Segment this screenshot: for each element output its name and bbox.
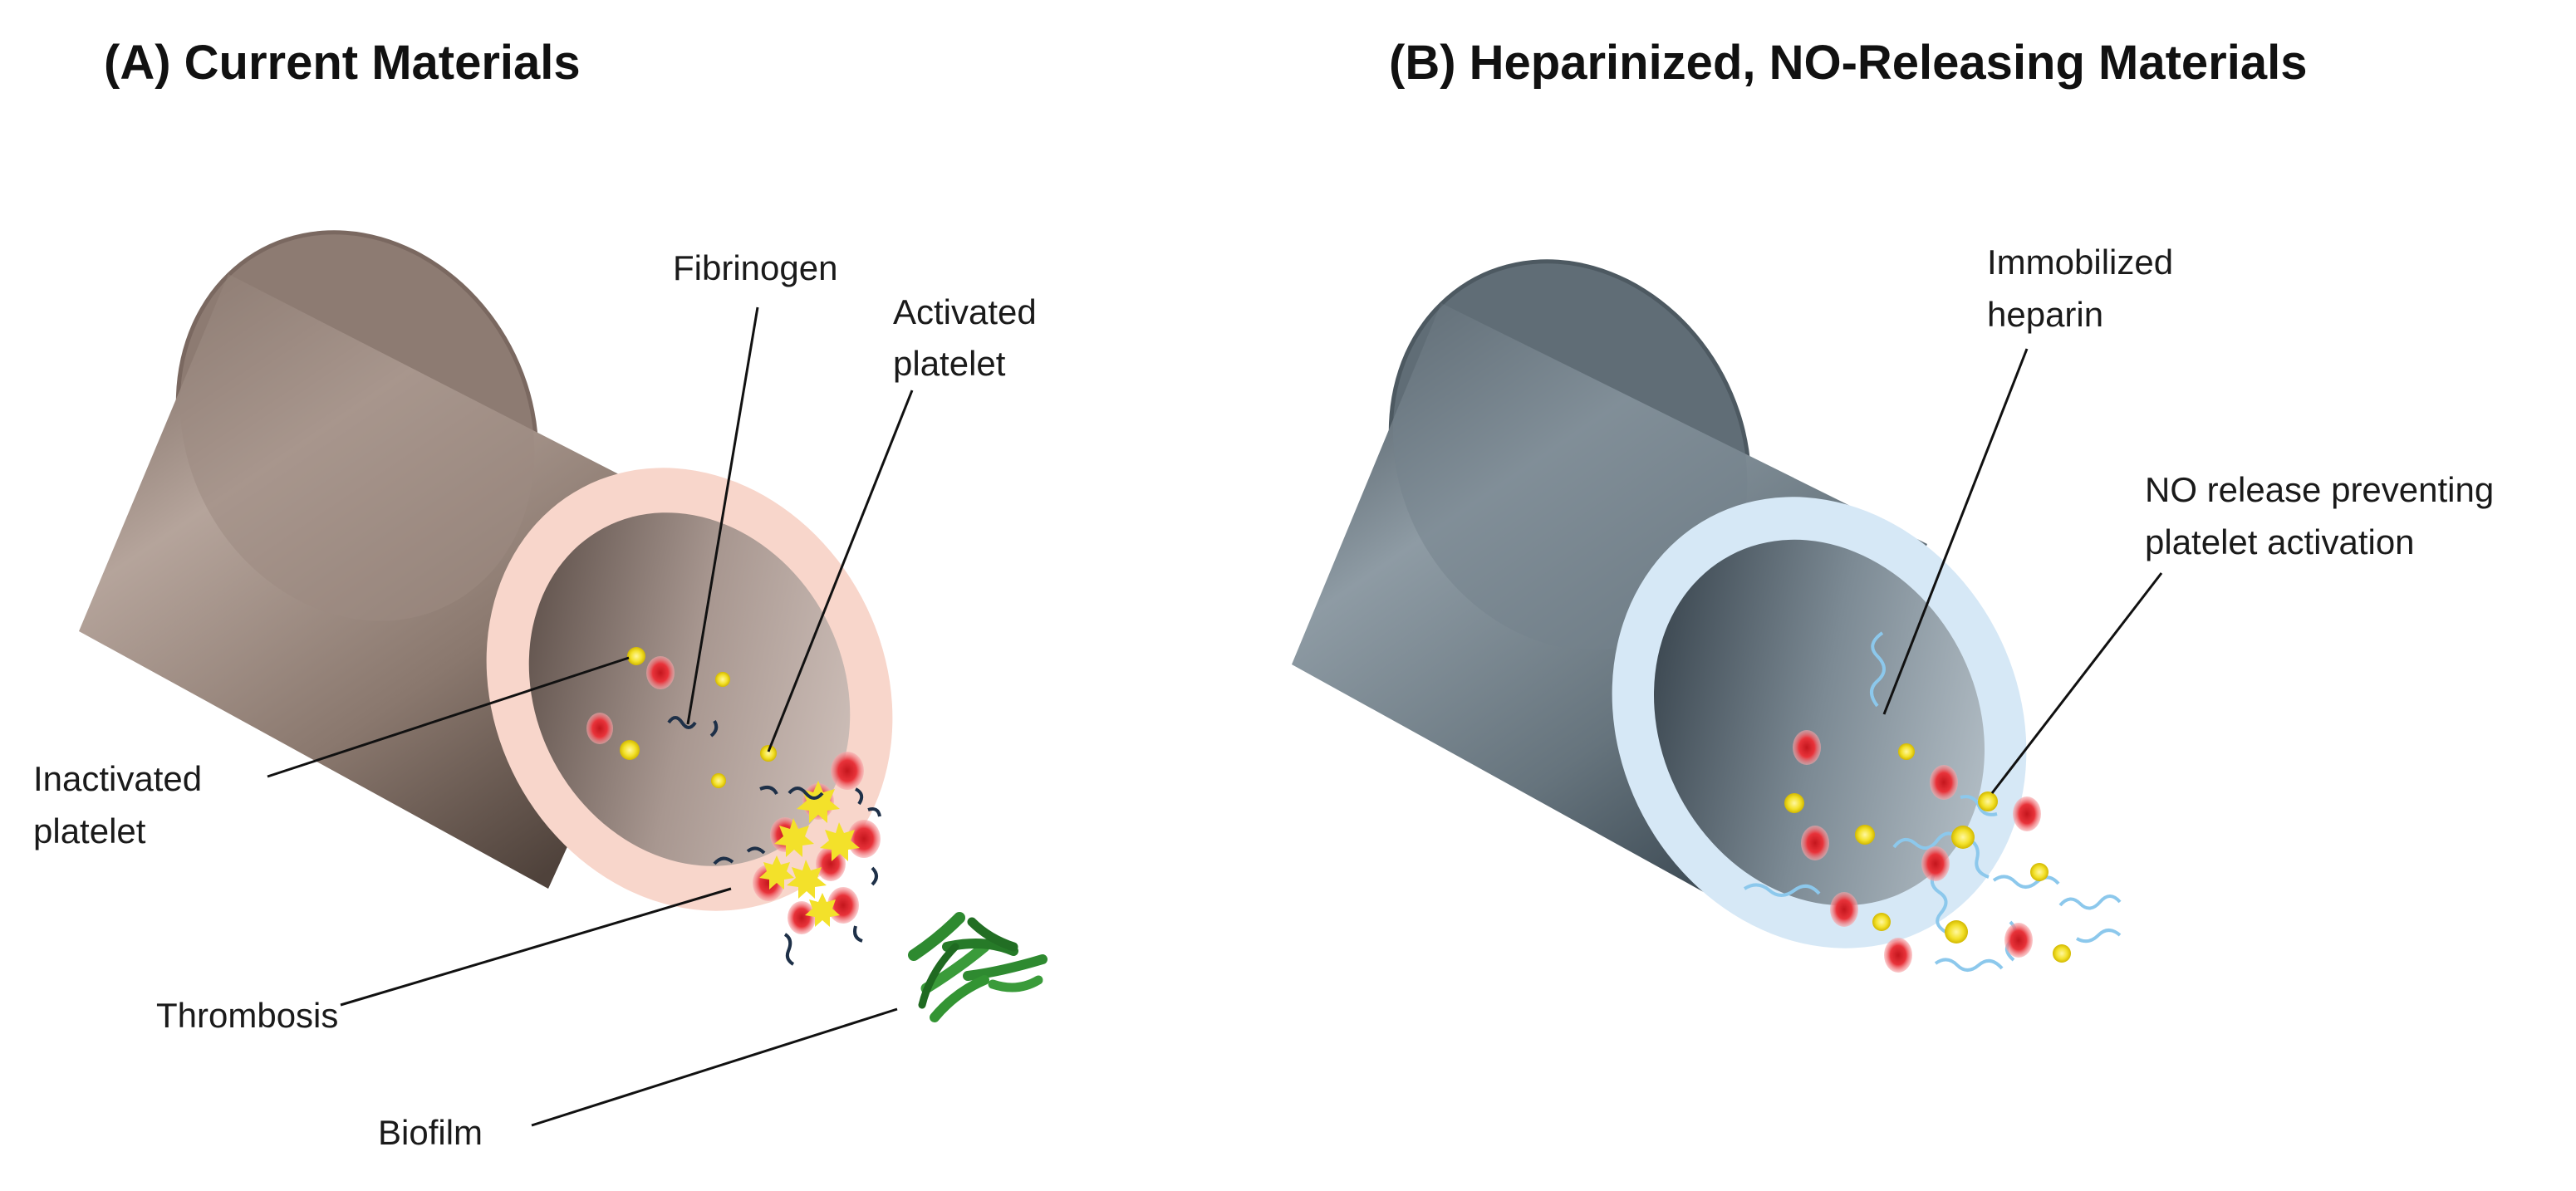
heparin-strand (1930, 870, 1948, 934)
yellow-platelet (759, 855, 794, 890)
label-inactivated-line2: platelet (33, 811, 146, 850)
thrombus-cluster (713, 752, 881, 966)
yellow-platelet (805, 893, 840, 927)
biofilm-rod (967, 917, 1018, 952)
yellow-platelet (711, 773, 726, 788)
label-heparin-line2: heparin (1987, 295, 2103, 334)
biofilm-cluster (908, 912, 1048, 1022)
fibrin-strand (867, 807, 881, 817)
red-platelet (1921, 846, 1950, 881)
fibrin-strand (783, 933, 795, 966)
label-fibrinogen: Fibrinogen (673, 248, 837, 287)
panel-a-lumen-particles (586, 647, 777, 788)
yellow-platelet (1872, 913, 1891, 931)
heparin-strand (1870, 631, 1886, 708)
fibrin-strand (709, 719, 719, 738)
red-platelet (847, 820, 881, 858)
heparin-strand (1967, 837, 1990, 879)
leader-inactivated-platelet (267, 656, 630, 778)
tube-b-back-shade (1392, 263, 1748, 650)
heparin-strand (1992, 875, 2060, 889)
biofilm-rod (930, 975, 989, 1022)
red-platelet (1830, 892, 1858, 927)
yellow-platelet (820, 822, 860, 861)
red-platelet (1801, 826, 1829, 860)
fibrin-strand (759, 786, 778, 796)
red-platelet (2004, 923, 2033, 958)
fibrin-strand (713, 856, 734, 865)
heparin-strand (2058, 894, 2122, 910)
red-platelet (1884, 938, 1912, 973)
yellow-platelet (2053, 944, 2071, 963)
heparin-strand (2076, 929, 2122, 943)
leader-no-release (1990, 572, 2163, 794)
red-platelet (646, 656, 675, 689)
red-platelet (1793, 730, 1821, 765)
yellow-platelet (760, 745, 777, 762)
yellow-platelet (774, 818, 814, 857)
leader-biofilm (531, 1007, 898, 1127)
red-platelet (831, 752, 864, 790)
label-inactivated-line1: Inactivated (33, 759, 202, 798)
red-platelet (586, 713, 613, 744)
heparin-strand (1743, 883, 1821, 897)
yellow-platelet (1784, 793, 1804, 813)
yellow-platelet (2030, 863, 2049, 881)
yellow-platelet (627, 647, 645, 665)
heparin-strands (1743, 631, 2122, 972)
heparin-strand (1892, 831, 1962, 850)
fibrin-strand (788, 787, 824, 800)
label-no-release-line1: NO release preventing (2145, 470, 2494, 509)
panel-b-title: (B) Heparinized, NO-Releasing Materials (1389, 36, 2307, 90)
leader-activated-platelet (767, 390, 914, 752)
panel-a-title: (A) Current Materials (104, 36, 581, 90)
yellow-platelet (1951, 826, 1975, 849)
label-no-release-line2: platelet activation (2145, 522, 2415, 561)
yellow-platelet (1855, 825, 1875, 845)
tube-a-back-shade (179, 234, 535, 621)
yellow-platelet (1945, 920, 1968, 943)
tube-a-lumen (528, 512, 851, 866)
fibrin-strand (667, 716, 697, 729)
yellow-platelet (620, 740, 640, 760)
fibrin-strand (871, 866, 878, 886)
fibrin-strand (853, 925, 863, 943)
yellow-platelet (1978, 792, 1998, 811)
yellow-platelet (1898, 743, 1915, 760)
label-activated-line2: platelet (893, 344, 1006, 383)
label-heparin-line1: Immobilized (1987, 243, 2173, 282)
leader-fibrinogen (686, 306, 759, 725)
fibrin-strand (746, 846, 766, 855)
label-thrombosis: Thrombosis (156, 996, 338, 1035)
fibrin-strand (855, 787, 864, 806)
tube-a (79, 230, 893, 911)
red-platelet (1930, 765, 1958, 800)
yellow-platelet (797, 781, 840, 823)
red-platelet (2013, 796, 2041, 831)
label-activated-line1: Activated (893, 292, 1037, 331)
label-biofilm: Biofilm (378, 1113, 483, 1152)
tube-b (1292, 259, 2027, 948)
heparin-strand (1934, 958, 2004, 972)
leader-immobilized-heparin (1882, 348, 2029, 715)
yellow-platelet (787, 860, 827, 899)
yellow-platelet (715, 672, 730, 687)
tube-b-lumen (1654, 539, 1985, 906)
leader-thrombosis (340, 887, 732, 1007)
panel-b-platelets (1784, 730, 2071, 973)
red-platelet (788, 901, 816, 934)
biofilm-rod (988, 975, 1043, 992)
biofilm-rod (963, 954, 1048, 981)
biofilm-rod (918, 943, 959, 1009)
heparin-strand (1960, 795, 1998, 816)
biofilm-rod (908, 912, 965, 961)
